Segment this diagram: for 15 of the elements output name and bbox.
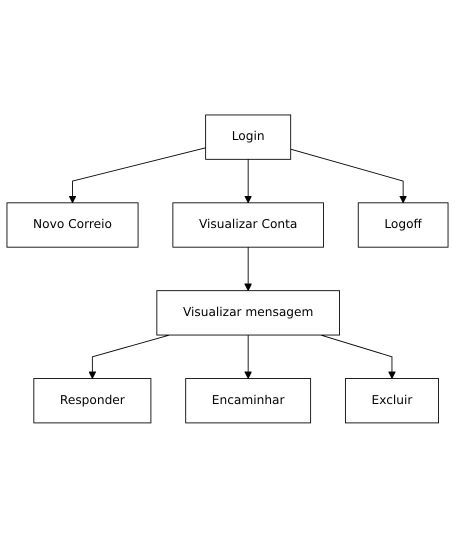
node-box: Novo Correio	[6, 202, 138, 248]
arrow	[88, 334, 170, 379]
node-box: Logoff	[358, 202, 448, 248]
node-box: Visualizar Conta	[172, 202, 324, 248]
arrow	[244, 158, 252, 204]
arrow	[68, 147, 206, 204]
node-box: Encaminhar	[185, 378, 312, 424]
node-box: Login	[205, 114, 292, 160]
arrow	[244, 334, 252, 379]
arrow	[244, 246, 252, 292]
node-box: Responder	[33, 378, 152, 424]
node-box: Visualizar mensagem	[156, 290, 340, 336]
arrow	[320, 334, 396, 379]
node-box: Excluir	[344, 378, 439, 424]
arrow	[290, 148, 407, 204]
